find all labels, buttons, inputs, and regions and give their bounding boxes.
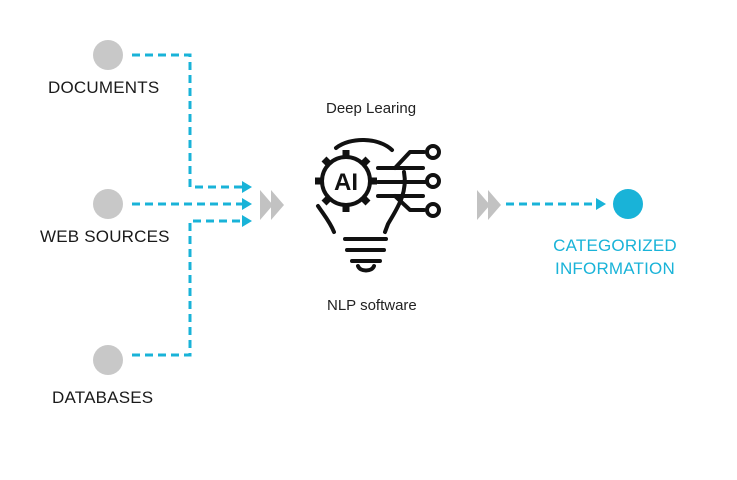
- output-label-line1: CATEGORIZED: [553, 236, 677, 255]
- double-chevron-icon: [477, 190, 490, 220]
- databases-label: DATABASES: [52, 388, 154, 407]
- nlp-software-label: NLP software: [327, 297, 417, 314]
- databases-connector: [132, 219, 242, 357]
- deep-learning-label: Deep Learing: [326, 100, 417, 117]
- databases-node: [93, 345, 123, 375]
- double-chevron-icon: [260, 190, 273, 220]
- arrowhead-icon: [596, 198, 606, 210]
- categorized-info-node: [613, 189, 643, 219]
- double-chevron-icon: [488, 190, 501, 220]
- documents-node: [93, 40, 123, 70]
- documents-connector: [132, 53, 242, 189]
- documents-label: DOCUMENTS: [48, 78, 160, 97]
- ai-lightbulb-icon: [315, 138, 441, 273]
- arrowhead-icon: [242, 215, 252, 227]
- categorized-information-label: CATEGORIZED INFORMATION: [545, 234, 685, 280]
- web-sources-label: WEB SOURCES: [40, 227, 170, 246]
- web-sources-node: [93, 189, 123, 219]
- ai-icon-label: AI: [334, 169, 358, 196]
- output-label-line2: INFORMATION: [555, 259, 675, 278]
- arrowhead-icon: [242, 198, 252, 210]
- double-chevron-icon: [271, 190, 284, 220]
- arrowhead-icon: [242, 181, 252, 193]
